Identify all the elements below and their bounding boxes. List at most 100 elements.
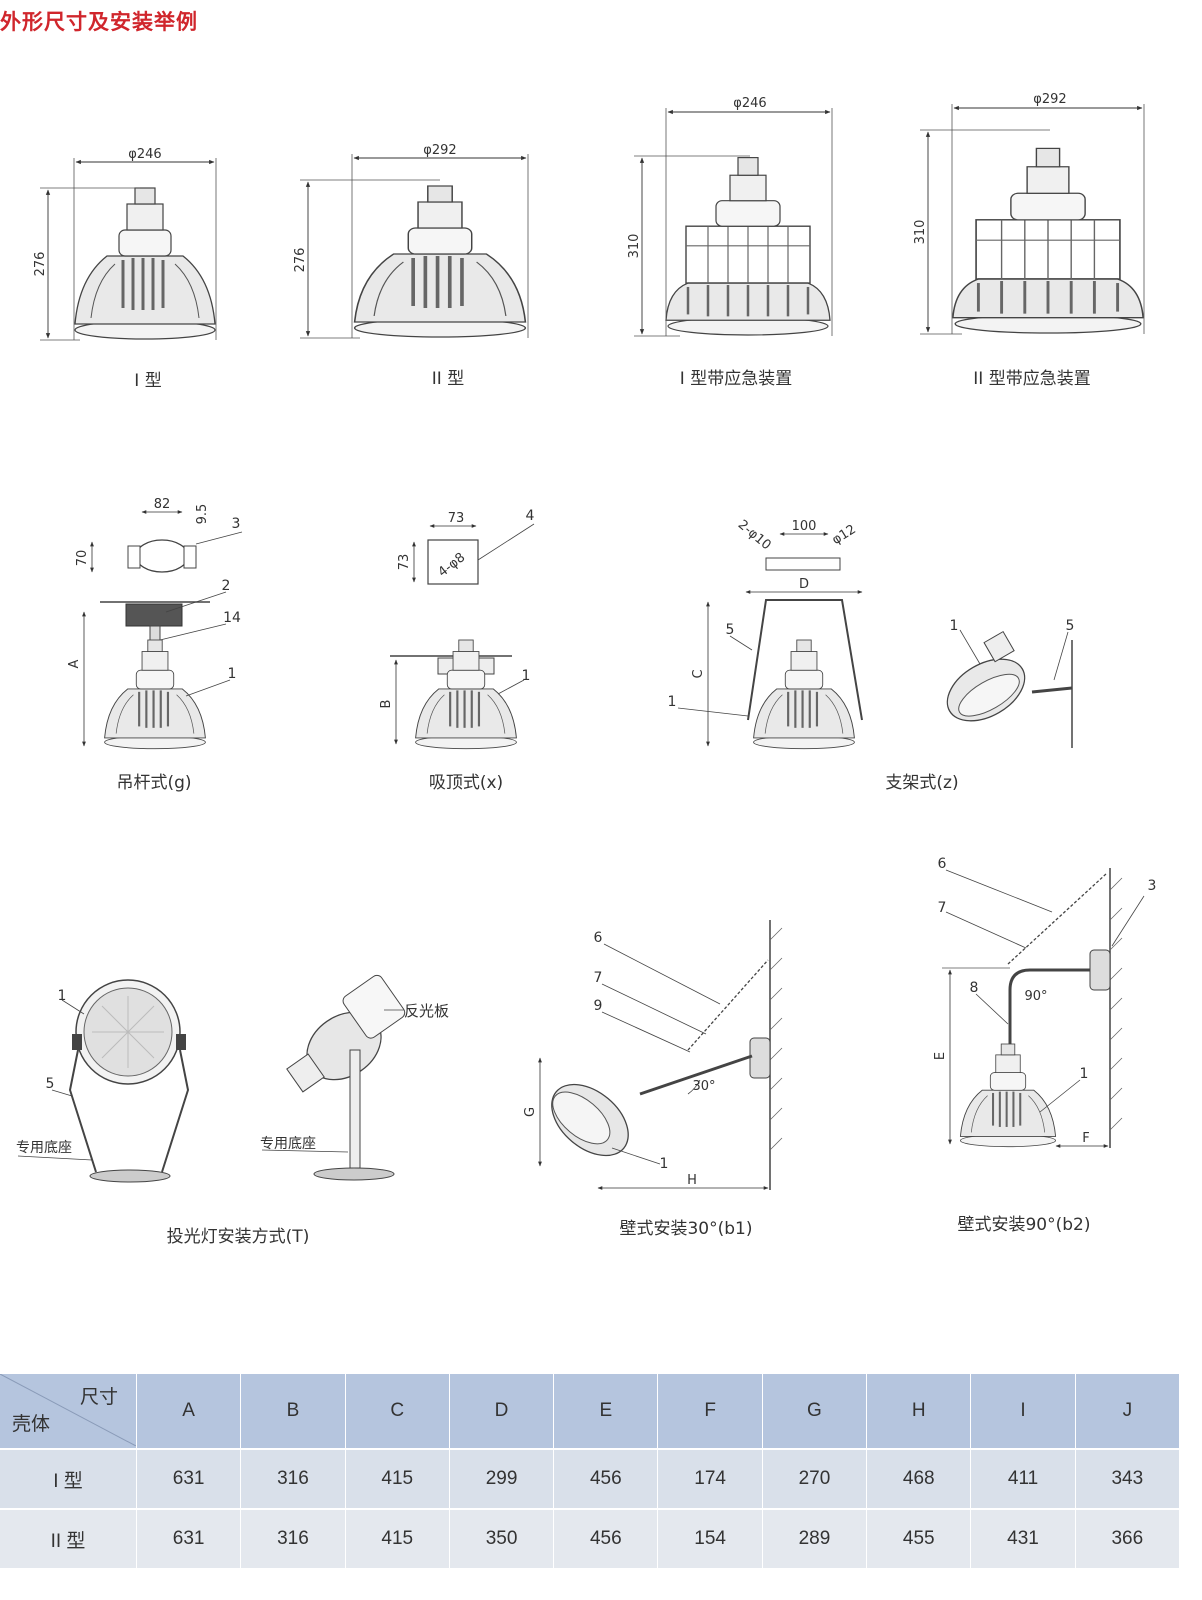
mount-z-dim-d: D <box>799 577 809 592</box>
lamp-2-height-label: 276 <box>293 248 308 273</box>
column-header: C <box>345 1374 450 1449</box>
mount-z-side-label-1: 1 <box>950 618 959 634</box>
table-cell: 299 <box>449 1448 555 1509</box>
table-cell: 415 <box>345 1508 450 1568</box>
mount-z-dim-c: C <box>691 669 706 678</box>
row-header: II 型 <box>0 1508 137 1568</box>
mount-b2-drawing: 90° 6 7 3 8 1 E F <box>933 856 1156 1148</box>
column-header: B <box>240 1374 346 1449</box>
page-title: 外形尺寸及安装举例 <box>0 10 198 34</box>
mount-z-dim-100: 100 <box>792 519 817 534</box>
mount-t-label-1: 1 <box>58 988 67 1004</box>
table-row: II 型 631 316 415 350 456 154 289 455 431… <box>0 1508 1181 1568</box>
mount-t-caption: 投光灯安装方式(T) <box>166 1227 310 1247</box>
lamp-1-height-label: 276 <box>33 252 48 277</box>
lamp-4-caption: II 型带应急装置 <box>973 369 1091 389</box>
table-cell: 456 <box>553 1448 659 1509</box>
mount-g-label-14: 14 <box>223 610 241 626</box>
mount-g-label-2: 2 <box>222 578 231 594</box>
table-cell: 415 <box>345 1448 450 1509</box>
column-header: J <box>1075 1374 1181 1449</box>
mount-x-dim-73-a: 73 <box>448 511 465 526</box>
mount-z-side-label-5: 5 <box>1066 618 1075 634</box>
lamp-4-height-label: 310 <box>913 220 928 245</box>
mount-b1-label-9: 9 <box>594 998 603 1014</box>
table-cell: 411 <box>970 1448 1076 1509</box>
row-header: I 型 <box>0 1448 137 1509</box>
mount-x-dim-b: B <box>379 700 394 709</box>
mount-b2-label-3: 3 <box>1148 878 1157 894</box>
table-cell: 455 <box>866 1508 972 1568</box>
corner-diagonal <box>0 1374 136 1446</box>
mount-b2-dim-f: F <box>1082 1131 1089 1146</box>
mount-b1-caption: 壁式安装30°(b1) <box>619 1219 753 1239</box>
mount-t-base-label-1: 专用底座 <box>16 1140 72 1156</box>
column-header: G <box>762 1374 868 1449</box>
technical-drawings: φ246 276 φ292 276 φ246 310 φ292 <box>16 92 1156 1190</box>
mount-b1-drawing: 30° 6 7 9 1 G H <box>523 920 783 1190</box>
column-header: E <box>553 1374 659 1449</box>
mount-b2-caption: 壁式安装90°(b2) <box>957 1215 1091 1235</box>
mount-b1-label-1: 1 <box>660 1156 669 1172</box>
mount-b1-angle: 30° <box>692 1079 715 1094</box>
table-cell: 154 <box>657 1508 763 1568</box>
mount-g-caption: 吊杆式(g) <box>116 773 192 793</box>
table-cell: 468 <box>866 1448 972 1509</box>
mount-x-caption: 吸顶式(x) <box>428 773 504 793</box>
corner-label-dimension: 尺寸 <box>79 1387 118 1408</box>
table-cell: 270 <box>762 1448 868 1509</box>
table-cell: 366 <box>1075 1508 1181 1568</box>
column-header: I <box>970 1374 1076 1449</box>
mount-x-label-1: 1 <box>522 668 531 684</box>
lamp-1-width-label: φ246 <box>128 147 161 162</box>
mount-b2-label-6: 6 <box>938 856 947 872</box>
mount-b2-angle: 90° <box>1024 989 1047 1004</box>
mount-b2-label-1: 1 <box>1080 1066 1089 1082</box>
lamp-3-caption: I 型带应急装置 <box>679 369 793 389</box>
lamp-type-1-emergency-drawing: φ246 310 <box>627 96 833 337</box>
lamp-1-caption: I 型 <box>134 371 162 391</box>
mount-g-dim-a: A <box>67 659 82 668</box>
mount-b1-label-6: 6 <box>594 930 603 946</box>
table-cell: 431 <box>970 1508 1076 1568</box>
table-cell: 174 <box>657 1448 763 1509</box>
mount-b2-dim-e: E <box>933 1052 948 1060</box>
mount-g-dim-9-5: 9.5 <box>195 504 210 525</box>
table-header-row: 尺寸 壳体 A B C D E F G H I J <box>0 1374 1181 1449</box>
lamp-3-height-label: 310 <box>627 234 642 259</box>
table-cell: 316 <box>240 1508 346 1568</box>
mount-t-reflector-label: 反光板 <box>404 1002 449 1020</box>
mount-g-dim-70: 70 <box>75 550 90 567</box>
mount-b1-label-7: 7 <box>594 970 603 986</box>
mount-b2-label-7: 7 <box>938 900 947 916</box>
lamp-4-width-label: φ292 <box>1033 92 1066 107</box>
mount-g-width-82: 82 <box>154 497 171 512</box>
dimension-table: 尺寸 壳体 A B C D E F G H I J I 型 631 316 41… <box>0 1374 1181 1568</box>
corner-label-housing: 壳体 <box>12 1414 51 1435</box>
lamp-type-2-drawing: φ292 276 <box>293 143 529 339</box>
mount-x-label-4: 4 <box>526 508 535 524</box>
lamp-2-caption: II 型 <box>431 369 465 389</box>
table-cell: 343 <box>1075 1448 1181 1509</box>
mount-t-drawing: 1 5 专用底座 反光板 专用底座 <box>16 974 449 1183</box>
mount-z-label-1: 1 <box>668 694 677 710</box>
mount-z-label-5: 5 <box>726 622 735 638</box>
column-header: A <box>136 1374 242 1449</box>
mount-t-base-label-2: 专用底座 <box>260 1136 316 1152</box>
mount-x-drawing: 73 73 4-φ8 4 1 B <box>379 508 535 750</box>
mount-z-caption: 支架式(z) <box>885 773 959 793</box>
lamp-3-width-label: φ246 <box>733 96 766 111</box>
mount-g-drawing: 82 9.5 70 3 2 14 1 A <box>67 497 243 750</box>
mount-z-hole-1: 2-φ10 <box>735 517 774 553</box>
table-cell: 456 <box>553 1508 659 1568</box>
column-header: F <box>657 1374 763 1449</box>
table-corner-cell: 尺寸 壳体 <box>0 1374 137 1449</box>
table-cell: 631 <box>136 1508 242 1568</box>
table-cell: 316 <box>240 1448 346 1509</box>
mount-x-dim-73-b: 73 <box>397 554 412 571</box>
lamp-type-1-drawing: φ246 276 <box>33 147 217 341</box>
mount-b1-dim-g: G <box>523 1107 538 1117</box>
table-cell: 631 <box>136 1448 242 1509</box>
table-row: I 型 631 316 415 299 456 174 270 468 411 … <box>0 1448 1181 1509</box>
lamp-type-2-emergency-drawing: φ292 310 <box>913 92 1145 335</box>
